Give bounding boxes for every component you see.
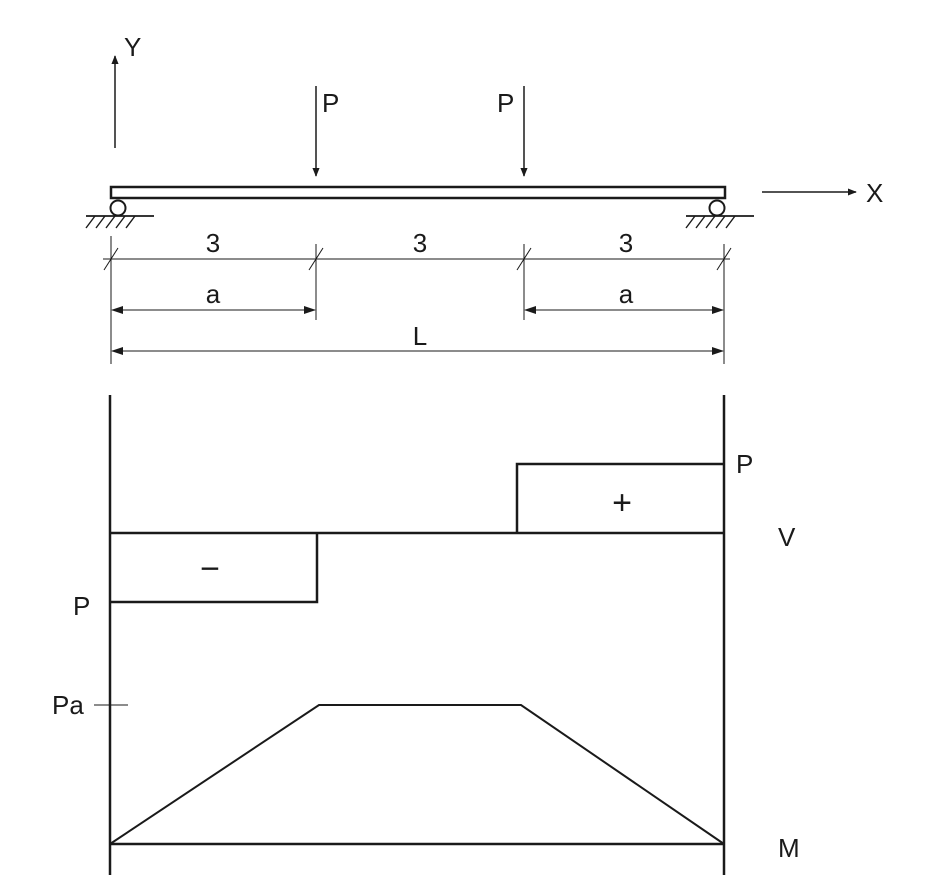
moment-curve xyxy=(109,704,725,845)
x-axis: X xyxy=(762,178,883,208)
span-3-label: 3 xyxy=(619,228,633,258)
moment-max-label: Pa xyxy=(52,690,84,720)
dimension-a-right: a xyxy=(524,279,724,314)
span-2-label: 3 xyxy=(413,228,427,258)
dimension-a-left: a xyxy=(111,279,316,314)
shear-diagram: − + P P V xyxy=(73,449,796,621)
load-left-label: P xyxy=(322,88,339,118)
moment-diagram-label: M xyxy=(778,833,800,863)
moment-diagram: Pa M xyxy=(52,690,800,863)
load-right: P xyxy=(497,86,528,177)
shear-diagram-label: V xyxy=(778,522,796,552)
dimension-a-left-label: a xyxy=(206,279,221,309)
shear-pos-value-label: P xyxy=(736,449,753,479)
span-1-label: 3 xyxy=(206,228,220,258)
support-right xyxy=(685,199,754,229)
beam xyxy=(109,185,727,200)
shear-negative-block xyxy=(110,533,319,604)
y-axis: Y xyxy=(111,32,141,148)
shear-positive-block xyxy=(515,462,724,533)
dimension-length: L xyxy=(111,321,724,355)
y-axis-label: Y xyxy=(124,32,141,62)
load-left: P xyxy=(312,86,339,177)
span-dimension-line: 3 3 3 xyxy=(103,228,732,364)
x-axis-label: X xyxy=(866,178,883,208)
shear-negative-sign: − xyxy=(200,550,220,588)
dimension-a-right-label: a xyxy=(619,279,634,309)
support-left xyxy=(85,199,154,229)
shear-neg-value-label: P xyxy=(73,591,90,621)
shear-positive-sign: + xyxy=(612,484,632,522)
load-right-label: P xyxy=(497,88,514,118)
dimension-length-label: L xyxy=(413,321,427,351)
